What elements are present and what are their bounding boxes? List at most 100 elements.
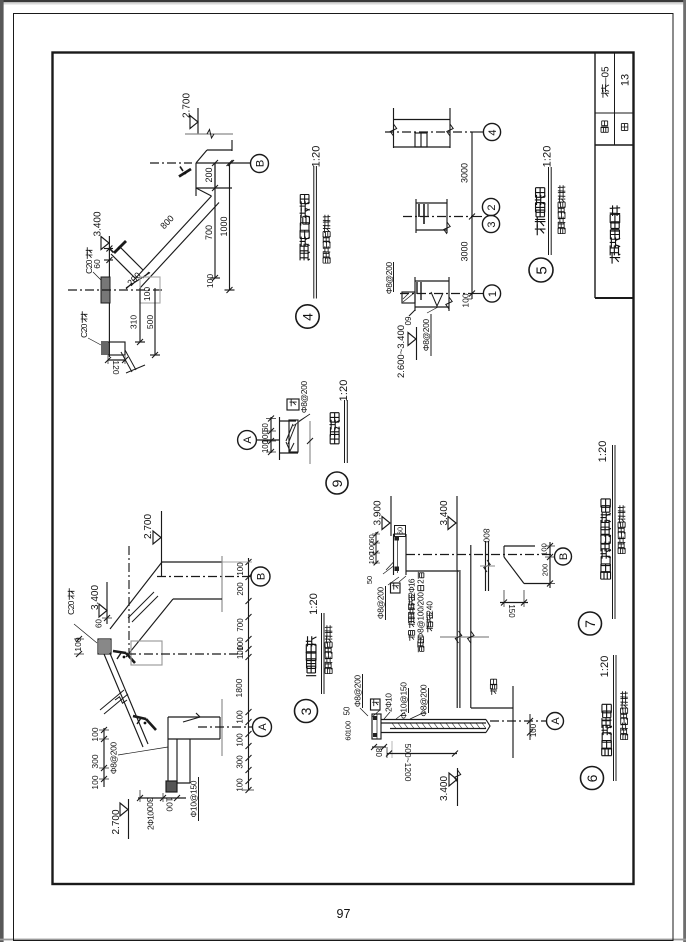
svg-text:300: 300	[235, 755, 244, 769]
svg-text:Φ8@200: Φ8@200	[299, 381, 309, 414]
svg-text:2Φ10: 2Φ10	[145, 811, 155, 830]
svg-text:C20: C20	[84, 259, 94, 273]
svg-text:50: 50	[365, 576, 374, 584]
svg-text:100: 100	[236, 637, 245, 651]
svg-text:100: 100	[205, 274, 215, 288]
svg-text:2: 2	[486, 204, 498, 210]
svg-text:60: 60	[396, 527, 405, 535]
svg-text:80: 80	[374, 748, 383, 757]
svg-text:60: 60	[344, 732, 353, 740]
svg-text:100: 100	[460, 293, 470, 307]
svg-text:800: 800	[482, 528, 492, 542]
svg-text:200: 200	[204, 168, 214, 183]
svg-text:2.600~3.400: 2.600~3.400	[396, 325, 407, 378]
svg-text:100: 100	[90, 727, 100, 741]
svg-text:60: 60	[367, 534, 376, 542]
svg-text:3.400: 3.400	[439, 776, 450, 801]
svg-text:100: 100	[142, 287, 152, 301]
svg-text:100: 100	[367, 552, 376, 565]
svg-text:150: 150	[507, 604, 516, 618]
svg-text:310: 310	[128, 315, 138, 329]
svg-text:7: 7	[582, 620, 598, 628]
svg-text:60: 60	[94, 619, 103, 628]
svg-text:A: A	[242, 436, 254, 444]
svg-text:9: 9	[329, 479, 345, 487]
svg-text:100: 100	[236, 562, 245, 576]
svg-text:13: 13	[619, 74, 631, 86]
svg-text:2.700: 2.700	[182, 93, 193, 118]
svg-text:3.400: 3.400	[93, 211, 104, 236]
svg-text:3.900: 3.900	[373, 500, 384, 525]
svg-text:B: B	[255, 573, 267, 580]
svg-text:Φ8@200: Φ8@200	[384, 262, 394, 295]
svg-text:100: 100	[165, 797, 175, 811]
svg-text:100: 100	[529, 723, 538, 737]
svg-text:—05: —05	[601, 66, 612, 88]
svg-text:Φ10@150: Φ10@150	[188, 780, 198, 817]
svg-text:1800: 1800	[234, 678, 244, 697]
svg-text:100: 100	[540, 543, 549, 556]
svg-text:100: 100	[367, 542, 376, 555]
svg-text:2Φ10: 2Φ10	[383, 693, 393, 712]
svg-text:2Φ16: 2Φ16	[407, 578, 416, 597]
svg-text:Φ8@200: Φ8@200	[352, 675, 362, 708]
svg-text:240: 240	[425, 601, 434, 615]
svg-text:A: A	[257, 723, 269, 731]
svg-text:2.700: 2.700	[143, 514, 154, 539]
svg-text:60: 60	[261, 423, 270, 432]
svg-text:Φ8@200: Φ8@200	[421, 319, 431, 352]
svg-text:Φ8@200: Φ8@200	[375, 587, 385, 620]
svg-text:300: 300	[90, 754, 100, 768]
svg-text:300: 300	[145, 797, 155, 811]
svg-text:Φ8@200: Φ8@200	[108, 742, 118, 775]
svg-text:C20: C20	[66, 600, 76, 614]
svg-text:1:20: 1:20	[599, 656, 611, 678]
svg-text:1:20: 1:20	[338, 380, 350, 402]
svg-text:3: 3	[298, 707, 314, 715]
svg-text:700: 700	[236, 618, 245, 632]
svg-text:50: 50	[343, 706, 352, 715]
svg-text:100: 100	[73, 637, 83, 651]
svg-text:B: B	[558, 553, 570, 560]
svg-text:100: 100	[261, 430, 270, 444]
svg-text:Φ10@150: Φ10@150	[398, 682, 408, 719]
svg-text:1:20: 1:20	[597, 441, 609, 463]
svg-text:3.400: 3.400	[439, 500, 450, 525]
svg-text:100: 100	[235, 710, 244, 724]
svg-text:100: 100	[90, 775, 100, 789]
svg-text:1:20: 1:20	[308, 593, 320, 615]
svg-text:2: 2	[417, 579, 426, 584]
svg-text:700: 700	[204, 225, 214, 240]
svg-text:60: 60	[92, 259, 102, 269]
svg-text:200: 200	[236, 582, 245, 596]
svg-text:100: 100	[261, 439, 270, 453]
svg-text:500~1200: 500~1200	[403, 743, 413, 781]
svg-text:60: 60	[403, 317, 412, 326]
svg-text:6: 6	[584, 774, 600, 782]
svg-text:3000: 3000	[460, 163, 470, 183]
svg-text:C20: C20	[79, 323, 89, 337]
svg-text:1: 1	[487, 291, 499, 297]
svg-text:1:20: 1:20	[541, 146, 553, 168]
svg-text:100: 100	[235, 733, 244, 747]
svg-text:120: 120	[111, 360, 121, 374]
svg-text:4: 4	[299, 313, 315, 321]
svg-text:100: 100	[236, 645, 245, 659]
svg-text:3: 3	[486, 221, 498, 227]
svg-text:97: 97	[337, 907, 351, 921]
svg-text:100: 100	[235, 778, 244, 792]
svg-text:3.400: 3.400	[90, 585, 101, 610]
svg-text:B: B	[254, 160, 266, 167]
svg-text:3000: 3000	[460, 241, 470, 261]
svg-text:Φ8@200: Φ8@200	[418, 684, 428, 717]
svg-text:1000: 1000	[219, 216, 229, 236]
svg-text:5: 5	[533, 266, 550, 274]
svg-text:A: A	[550, 717, 562, 725]
svg-text:4: 4	[487, 129, 499, 135]
svg-text:500: 500	[145, 315, 155, 329]
svg-text:2.700: 2.700	[111, 809, 122, 834]
svg-text:Φ8@100/200: Φ8@100/200	[417, 592, 426, 640]
svg-text:1:20: 1:20	[310, 146, 322, 168]
svg-text:200: 200	[541, 564, 550, 577]
svg-text:100: 100	[344, 721, 353, 734]
